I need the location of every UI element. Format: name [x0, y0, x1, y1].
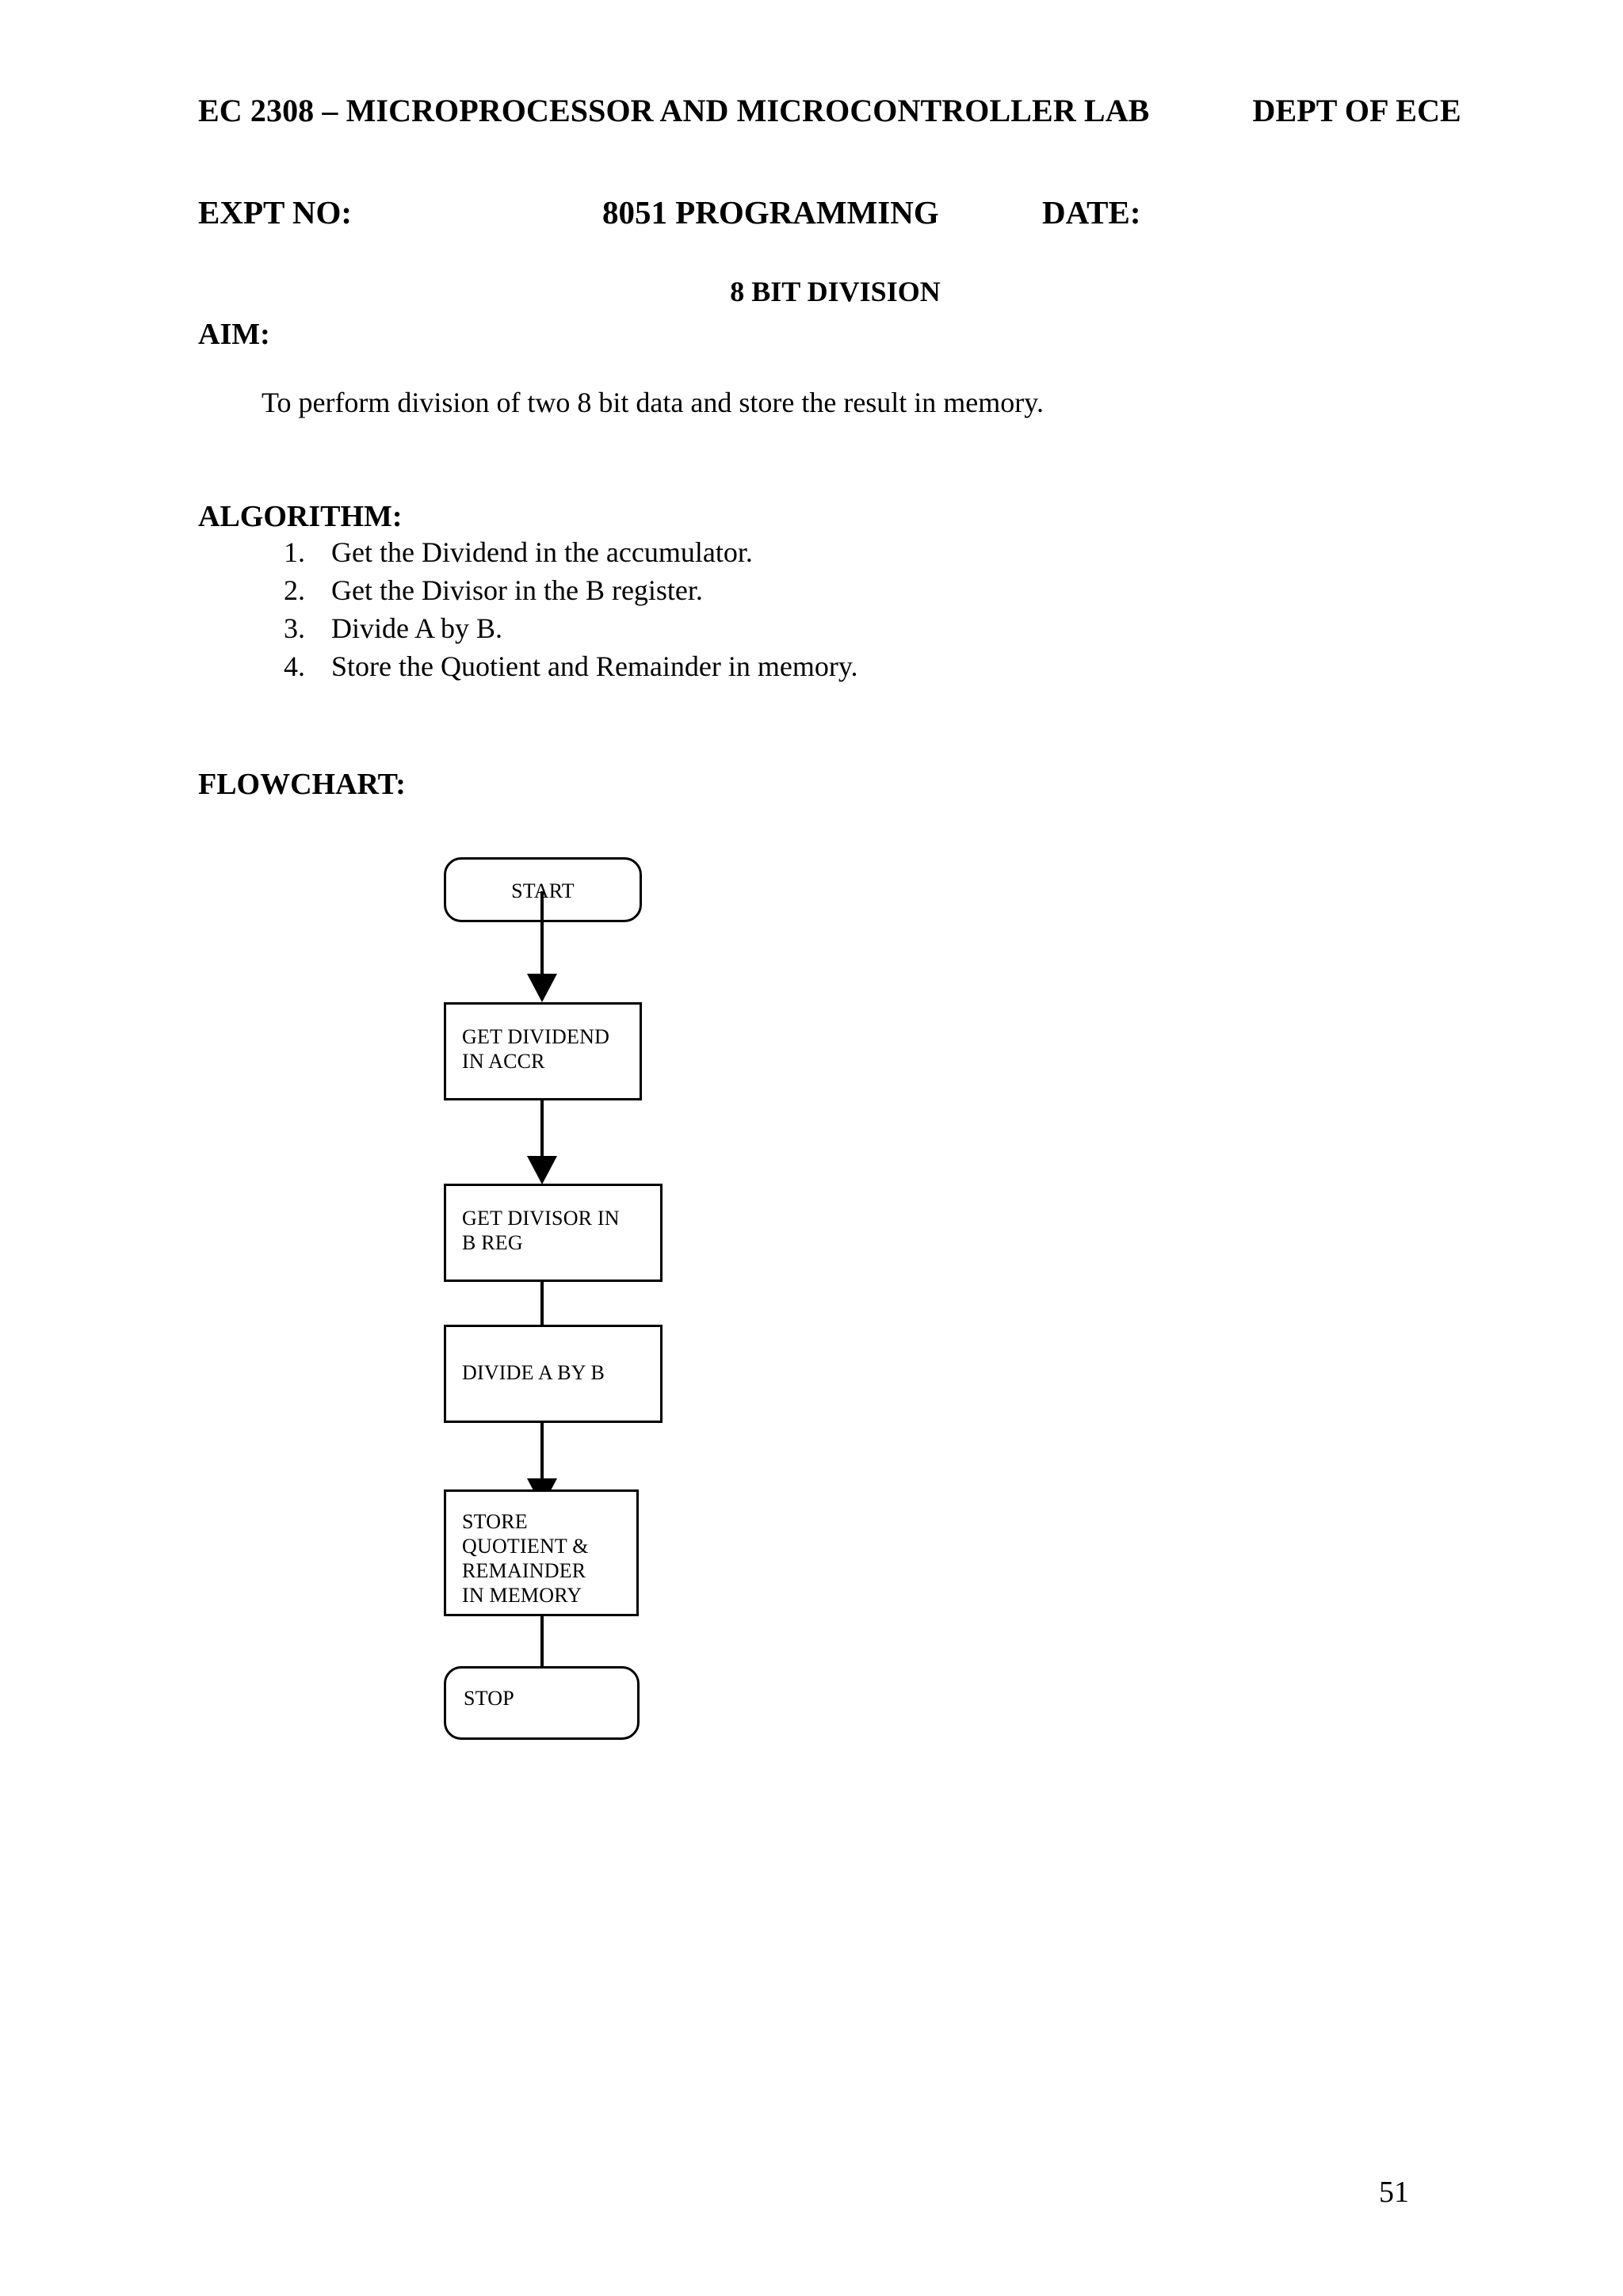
- flowchart-heading: FLOWCHART:: [198, 768, 406, 801]
- program-family-title: 8051 PROGRAMMING: [602, 194, 939, 231]
- connector-shaft: [540, 1282, 544, 1337]
- arrowhead-icon: [527, 974, 557, 1002]
- algorithm-step-text: Get the Divisor in the B register.: [331, 574, 703, 606]
- algorithm-heading: ALGORITHM:: [198, 500, 403, 533]
- connector-shaft: [540, 1423, 544, 1478]
- algorithm-step-text: Store the Quotient and Remainder in memo…: [331, 650, 858, 682]
- list-item: 1. Get the Dividend in the accumulator.: [284, 536, 858, 574]
- arrowhead-icon: [527, 1156, 557, 1184]
- flowchart-node-stop: STOP: [444, 1666, 640, 1740]
- list-item: 3. Divide A by B.: [284, 612, 858, 650]
- aim-body-text: To perform division of two 8 bit data an…: [262, 387, 1044, 418]
- flowchart-node-store: STORE QUOTIENT & REMAINDER IN MEMORY: [444, 1489, 639, 1616]
- flowchart-node-label: STORE QUOTIENT & REMAINDER IN MEMORY: [462, 1510, 589, 1607]
- page-number: 51: [1379, 2176, 1409, 2209]
- connector-shaft: [540, 1616, 544, 1666]
- header-course-title: EC 2308 – MICROPROCESSOR AND MICROCONTRO…: [198, 93, 1150, 128]
- experiment-title: 8 BIT DIVISION: [730, 276, 941, 307]
- algorithm-step-list: 1. Get the Dividend in the accumulator. …: [284, 536, 858, 688]
- aim-heading: AIM:: [198, 318, 270, 351]
- algorithm-step-number: 3.: [284, 612, 305, 644]
- algorithm-step-number: 2.: [284, 574, 305, 606]
- document-header: EC 2308 – MICROPROCESSOR AND MICROCONTRO…: [198, 92, 1461, 129]
- algorithm-step-number: 1.: [284, 536, 305, 568]
- header-department: DEPT OF ECE: [1252, 93, 1461, 128]
- flowchart-node-label: GET DIVIDEND IN ACCR: [462, 1025, 610, 1073]
- flowchart-node-get-dividend: GET DIVIDEND IN ACCR: [444, 1002, 642, 1100]
- list-item: 4. Store the Quotient and Remainder in m…: [284, 650, 858, 688]
- algorithm-step-text: Get the Dividend in the accumulator.: [331, 536, 753, 568]
- algorithm-step-text: Divide A by B.: [331, 612, 503, 644]
- flowchart-node-label: STOP: [464, 1687, 514, 1710]
- flowchart-node-label: DIVIDE A BY B: [462, 1361, 605, 1384]
- flowchart-node-get-divisor: GET DIVISOR IN B REG: [444, 1184, 663, 1282]
- flowchart-node-divide: DIVIDE A BY B: [444, 1325, 663, 1423]
- connector-shaft: [540, 891, 544, 974]
- connector-shaft: [540, 1100, 544, 1156]
- list-item: 2. Get the Divisor in the B register.: [284, 574, 858, 612]
- flowchart-node-label: GET DIVISOR IN B REG: [462, 1207, 620, 1254]
- experiment-number-label: EXPT NO:: [198, 194, 353, 231]
- algorithm-step-number: 4.: [284, 650, 305, 682]
- date-label: DATE:: [1042, 194, 1141, 231]
